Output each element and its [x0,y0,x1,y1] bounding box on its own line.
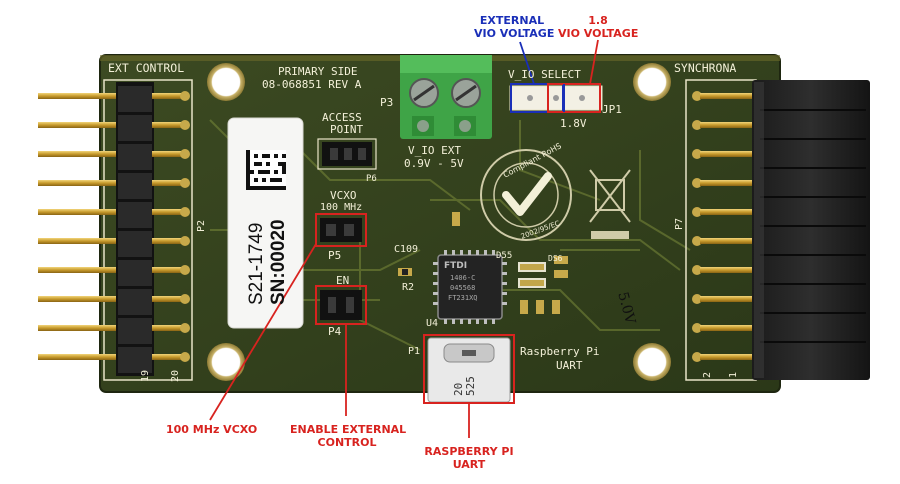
datamatrix-code [246,150,286,190]
usb-text-2: 525 [464,376,477,396]
jumper-p4 [320,290,362,320]
silk-pin2: 2 [702,371,713,378]
silk-ds6: DS6 [548,254,563,263]
callout-rpi-uart-line1: RASPBERRY PI [424,445,514,458]
right-header-pads [692,91,702,362]
callout-enable-external-line2: CONTROL [317,436,377,449]
silk-v-io-ext: V_IO EXT [408,144,461,157]
callout-external-vio-line2: VIO VOLTAGE [474,27,555,40]
left-header-pads [180,91,190,362]
weee-symbol [589,169,631,239]
silk-p2: P2 [196,219,207,232]
mount-hole-tr [633,63,671,101]
right-connector-housing [752,80,870,380]
silk-u4: U4 [426,318,439,329]
silk-raspberry-pi: Raspberry Pi [520,345,600,358]
silk-c109: C109 [394,244,419,255]
silk-d55: D55 [496,251,513,261]
silk-part-number: 08-068851 REV A [262,78,362,91]
silk-1v8: 1.8V [560,117,587,130]
silk-vcxo: VCXO [330,189,357,202]
chip-line-2: 045568 [450,284,476,292]
silk-pin19: 19 [140,369,151,382]
callout-lines [209,39,599,438]
silk-uart: UART [556,359,583,372]
silk-jp1: JP1 [602,103,622,116]
mount-hole-tl [207,63,245,101]
silk-100mhz: 100 MHz [320,202,363,213]
silk-r2: R2 [402,282,415,293]
callout-vio-1v8: 1.8 VIO VOLTAGE [558,14,638,40]
external-vio-callout-line [519,41,535,85]
callout-enable-external-line1: ENABLE EXTERNAL [290,423,407,436]
silk-access-label: ACCESS [322,111,362,124]
sticker-model: S21-1749 [246,222,267,305]
silk-synchrona: SYNCHRONA [674,61,737,75]
callout-vio-1v8-line1: 1.8 [588,14,608,27]
left-header-pins [38,93,118,360]
silk-ext-control: EXT CONTROL [108,61,185,75]
callout-rpi-uart: RASPBERRY PI UART [424,445,514,471]
callout-external-vio: EXTERNAL VIO VOLTAGE [474,14,555,40]
silk-pin1: 1 [728,371,739,378]
rohs-logo [480,149,572,241]
silk-p1: P1 [408,346,421,357]
silk-primary-side: PRIMARY SIDE [278,65,358,78]
callout-vio-1v8-line2: VIO VOLTAGE [558,27,639,40]
enable-highlight-box [315,285,367,325]
smd-components [398,212,568,314]
callout-external-vio-line1: EXTERNAL [479,14,545,27]
callout-enable-external: ENABLE EXTERNAL CONTROL [290,423,407,449]
right-header-pins [700,93,760,360]
silk-p3: P3 [380,96,394,109]
silk-point-label: POINT [330,123,364,136]
vio-1v8-highlight-box [547,83,601,113]
silk-v-io-range: 0.9V - 5V [404,157,464,170]
silk-p4: P4 [328,325,342,338]
mount-hole-bl [207,343,245,381]
silk-p6: P6 [366,174,377,184]
left-header-solder-joints [152,93,182,360]
mount-hole-br [633,343,671,381]
chip-part: FT231XQ [448,294,478,302]
chip-line-1: 1406-C [450,274,476,282]
silk-v-io-select: V_IO SELECT [508,68,581,81]
chip-brand: FTDI [444,261,468,271]
callout-vcxo: 100 MHz VCXO [166,423,258,436]
silk-pin20: 20 [170,369,181,382]
callout-rpi-uart-line2: UART [452,458,486,471]
silk-p7: P7 [674,217,685,230]
silk-en: EN [336,274,350,287]
silk-p5: P5 [328,249,342,262]
sticker-serial: SN:00020 [268,219,289,305]
vcxo-highlight-box [315,213,367,247]
